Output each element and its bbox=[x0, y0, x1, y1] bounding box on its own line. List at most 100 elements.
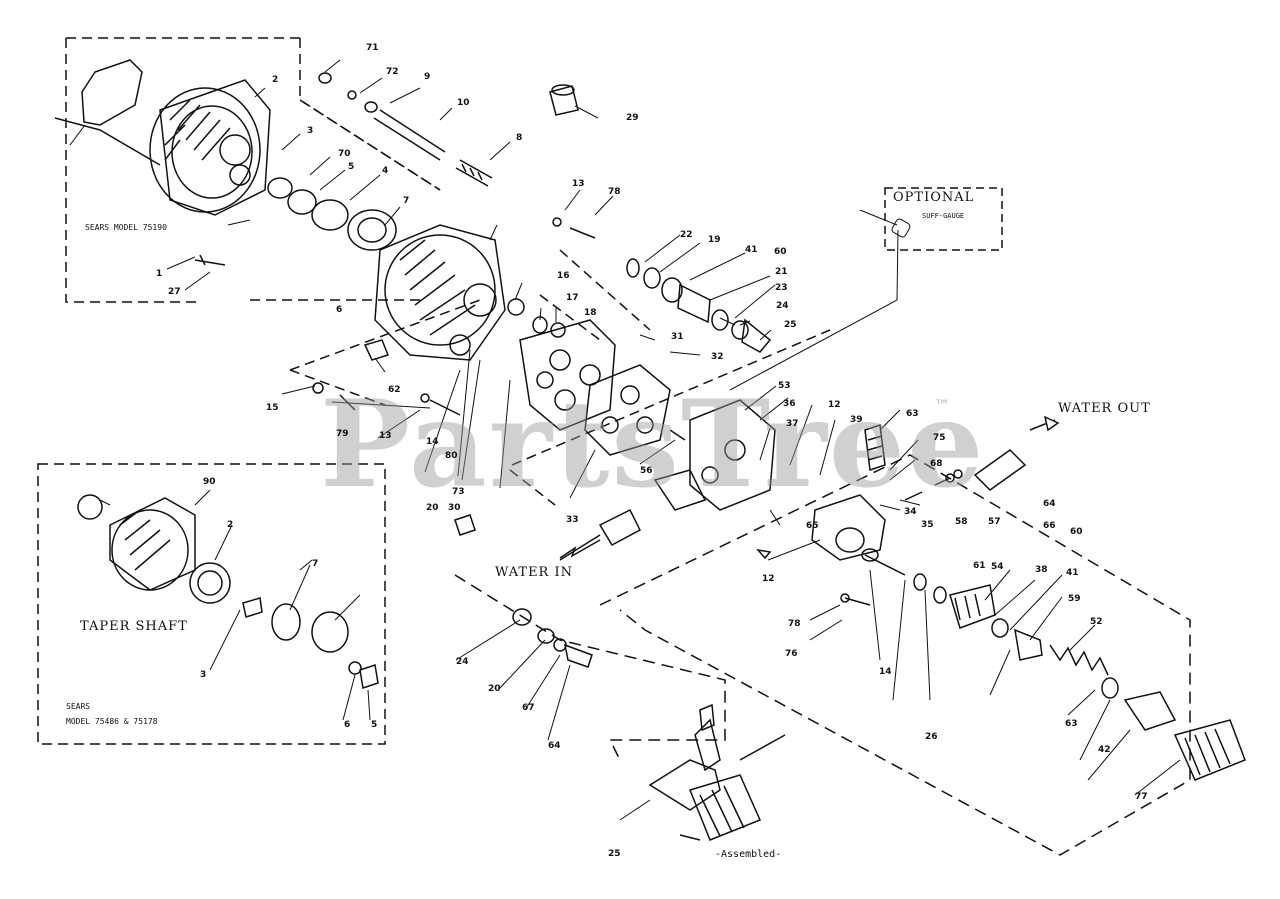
callout-9: 9 bbox=[424, 72, 431, 82]
callout-12: 12 bbox=[762, 574, 775, 584]
callout-64: 64 bbox=[548, 741, 561, 751]
callout-7: 7 bbox=[312, 559, 319, 569]
callout-25: 25 bbox=[608, 849, 621, 859]
callout-64: 64 bbox=[1043, 499, 1056, 509]
pump-housing-1 bbox=[149, 79, 271, 216]
callout-52: 52 bbox=[1090, 617, 1103, 627]
callout-38: 38 bbox=[1035, 565, 1048, 575]
callout-23: 23 bbox=[775, 283, 788, 293]
callout-36: 36 bbox=[783, 399, 796, 409]
callout-5: 5 bbox=[348, 162, 355, 172]
unloader-body bbox=[811, 494, 886, 561]
callout-61: 61 bbox=[973, 561, 986, 571]
callout-60: 60 bbox=[774, 247, 787, 257]
callout-3: 3 bbox=[307, 126, 314, 136]
callout-79: 79 bbox=[336, 429, 349, 439]
gasket-33 bbox=[584, 364, 671, 456]
callout-20: 20 bbox=[488, 684, 501, 694]
callout-29: 29 bbox=[626, 113, 639, 123]
callout-21: 21 bbox=[775, 267, 788, 277]
callout-25: 25 bbox=[784, 320, 797, 330]
pump-housing-2 bbox=[374, 224, 506, 361]
callout-80: 80 bbox=[445, 451, 458, 461]
callout-14: 14 bbox=[879, 667, 892, 677]
callout-57: 57 bbox=[988, 517, 1001, 527]
callout-41: 41 bbox=[1066, 568, 1079, 578]
callout-5: 5 bbox=[371, 720, 378, 730]
callout-12: 12 bbox=[828, 400, 841, 410]
inset-bottom-border bbox=[37, 463, 386, 745]
manifold bbox=[653, 399, 776, 511]
trademark-symbol: ™ bbox=[934, 396, 950, 415]
callout-33: 33 bbox=[566, 515, 579, 525]
water-in-label: WATER IN bbox=[495, 565, 573, 580]
callout-73: 73 bbox=[452, 487, 465, 497]
callout-16: 16 bbox=[557, 271, 570, 281]
assembled-label: -Assembled- bbox=[715, 849, 782, 860]
callout-53: 53 bbox=[778, 381, 791, 391]
callout-62: 62 bbox=[388, 385, 401, 395]
callout-8: 8 bbox=[516, 133, 523, 143]
callout-13: 13 bbox=[379, 431, 392, 441]
callout-31: 31 bbox=[671, 332, 684, 342]
seal-stack-upper bbox=[626, 258, 772, 353]
callout-70: 70 bbox=[338, 149, 351, 159]
optional-title: OPTIONAL bbox=[893, 190, 975, 205]
callout-63: 63 bbox=[1065, 719, 1078, 729]
taper-shaft-parts bbox=[77, 494, 379, 689]
callout-24: 24 bbox=[456, 657, 469, 667]
callout-30: 30 bbox=[448, 503, 461, 513]
inset-top-border bbox=[65, 37, 441, 303]
callout-37: 37 bbox=[786, 419, 799, 429]
callout-34: 34 bbox=[904, 507, 917, 517]
callout-66: 66 bbox=[1043, 521, 1056, 531]
assembled-unloader bbox=[648, 703, 786, 841]
callout-41: 41 bbox=[745, 245, 758, 255]
callout-26: 26 bbox=[925, 732, 938, 742]
callout-32: 32 bbox=[711, 352, 724, 362]
shaft-parts bbox=[267, 177, 397, 251]
callout-39: 39 bbox=[850, 415, 863, 425]
assembly-boundary bbox=[599, 454, 1191, 856]
callout-71: 71 bbox=[366, 43, 379, 53]
callout-24: 24 bbox=[776, 301, 789, 311]
callout-68: 68 bbox=[930, 459, 943, 469]
callout-2: 2 bbox=[272, 75, 279, 85]
inset-top-model-label: SEARS MODEL 75190 bbox=[85, 223, 167, 232]
callout-60: 60 bbox=[1070, 527, 1083, 537]
optional-item: SUFF-GAUGE bbox=[922, 212, 965, 220]
callout-90: 90 bbox=[203, 477, 216, 487]
callout-20: 20 bbox=[426, 503, 439, 513]
callout-76: 76 bbox=[785, 649, 798, 659]
callout-13: 13 bbox=[572, 179, 585, 189]
callout-78: 78 bbox=[608, 187, 621, 197]
taper-shaft-title: TAPER SHAFT bbox=[80, 619, 188, 634]
inset-bottom-model-line2: MODEL 75486 & 75178 bbox=[66, 717, 158, 726]
callout-4: 4 bbox=[382, 166, 389, 176]
callout-14: 14 bbox=[426, 437, 439, 447]
callout-42: 42 bbox=[1098, 745, 1111, 755]
callout-75: 75 bbox=[933, 433, 946, 443]
callout-27: 27 bbox=[168, 287, 181, 297]
callout-63: 63 bbox=[906, 409, 919, 419]
callout-67: 67 bbox=[522, 703, 535, 713]
optional-box-border bbox=[884, 187, 1003, 251]
callout-7: 7 bbox=[403, 196, 410, 206]
callout-6: 6 bbox=[336, 305, 343, 315]
callout-2: 2 bbox=[227, 520, 234, 530]
callout-6: 6 bbox=[344, 720, 351, 730]
callout-56: 56 bbox=[640, 466, 653, 476]
callout-3: 3 bbox=[200, 670, 207, 680]
callout-58: 58 bbox=[955, 517, 968, 527]
callout-1: 1 bbox=[156, 269, 163, 279]
valve-plate bbox=[519, 319, 616, 431]
callout-54: 54 bbox=[991, 562, 1004, 572]
callout-15: 15 bbox=[266, 403, 279, 413]
callout-10: 10 bbox=[457, 98, 470, 108]
callout-18: 18 bbox=[584, 308, 597, 318]
callout-77: 77 bbox=[1135, 792, 1148, 802]
callout-17: 17 bbox=[566, 293, 579, 303]
inset-bottom-model-line1: SEARS bbox=[66, 702, 91, 711]
